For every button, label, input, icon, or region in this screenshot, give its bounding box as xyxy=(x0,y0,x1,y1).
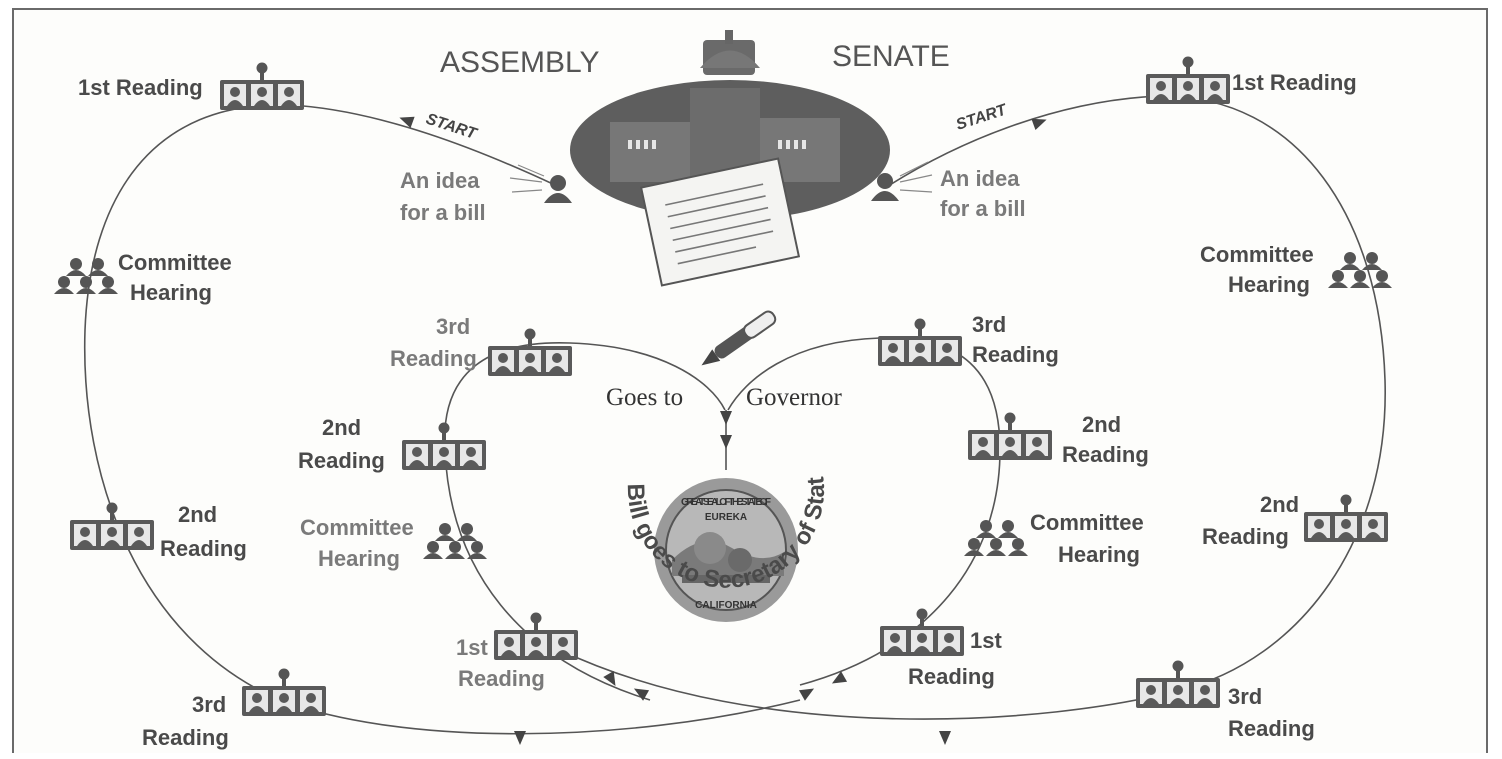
inner-left-1st-reading-label-1: 1st xyxy=(456,635,488,660)
arrow-inner-right-2 xyxy=(828,671,848,689)
senate-3rd-reading-label-1: 3rd xyxy=(1228,684,1262,709)
senate-1st-reading-icon xyxy=(1146,56,1230,104)
idea-label-assembly-line1: An idea xyxy=(400,168,480,193)
inner-left-committee-label-2: Hearing xyxy=(318,546,400,571)
senate-3rd-reading-label-2: Reading xyxy=(1228,716,1315,741)
inner-left-3rd-reading-label-2: Reading xyxy=(390,346,477,371)
arrow-governor-2 xyxy=(720,435,732,449)
inner-right-1st-reading-label-2: Reading xyxy=(908,664,995,689)
assembly-2nd-reading-icon xyxy=(70,502,154,550)
seal-motto-text: EUREKA xyxy=(705,512,747,523)
assembly-3rd-reading-label-2: Reading xyxy=(142,725,229,750)
inner-left-1st-reading-label-2: Reading xyxy=(458,666,545,691)
assembly-1st-reading-icon xyxy=(220,62,304,110)
inner-left-1st-reading-icon xyxy=(494,612,578,660)
idea-rays-assembly xyxy=(509,164,545,193)
inner-left-committee-icon xyxy=(423,523,487,559)
inner-left-2nd-reading-label-2: Reading xyxy=(298,448,385,473)
senate-inner-loop xyxy=(727,337,1001,686)
start-label-senate: START xyxy=(954,101,1010,134)
pen-icon xyxy=(701,310,777,366)
inner-right-1st-reading-icon xyxy=(880,608,964,656)
inner-right-committee-label-1: Committee xyxy=(1030,510,1144,535)
assembly-committee-icon xyxy=(54,258,118,294)
assembly-committee-label-2: Hearing xyxy=(130,280,212,305)
assembly-2nd-reading-label-1: 2nd xyxy=(178,502,217,527)
inner-right-2nd-reading-label-1: 2nd xyxy=(1082,412,1121,437)
senate-committee-label-1: Committee xyxy=(1200,242,1314,267)
idea-rays-senate xyxy=(899,161,933,193)
seal-bottom-text: CALIFORNIA xyxy=(695,600,757,611)
flow-lines xyxy=(83,95,1386,735)
senate-3rd-reading-icon xyxy=(1136,660,1220,708)
senate-heading: SENATE xyxy=(832,40,950,73)
inner-right-committee-label-2: Hearing xyxy=(1058,542,1140,567)
assembly-2nd-reading-label-2: Reading xyxy=(160,536,247,561)
senate-2nd-reading-label-2: Reading xyxy=(1202,524,1289,549)
senate-2nd-reading-label-1: 2nd xyxy=(1260,492,1299,517)
inner-left-2nd-reading-icon xyxy=(402,422,486,470)
assembly-outer-loop xyxy=(83,104,801,735)
inner-left-3rd-reading-label-1: 3rd xyxy=(436,314,470,339)
arrow-inner-right-1 xyxy=(798,683,818,701)
inner-right-3rd-reading-label-1: 3rd xyxy=(972,312,1006,337)
inner-left-3rd-reading-icon xyxy=(488,328,572,376)
goes-to-label: Goes to xyxy=(606,384,683,411)
seal-top-text: GREAT SEAL OF THE STATE OF xyxy=(681,497,771,508)
senate-committee-label-2: Hearing xyxy=(1228,272,1310,297)
state-seal-icon xyxy=(654,478,798,622)
governor-label: Governor xyxy=(746,384,842,411)
inner-left-committee-label-1: Committee xyxy=(300,515,414,540)
idea-label-senate-line1: An idea xyxy=(940,166,1020,191)
assembly-committee-label-1: Committee xyxy=(118,250,232,275)
start-label-assembly: START xyxy=(424,111,480,144)
assembly-3rd-reading-label-1: 3rd xyxy=(192,692,226,717)
idea-label-senate-line2: for a bill xyxy=(940,196,1026,221)
assembly-heading: ASSEMBLY xyxy=(440,46,600,79)
senate-committee-icon xyxy=(1328,252,1392,288)
senate-1st-reading-label: 1st Reading xyxy=(1232,70,1357,95)
senate-2nd-reading-icon xyxy=(1304,494,1388,542)
senate-outer-loop xyxy=(559,95,1386,720)
assembly-inner-loop xyxy=(443,342,726,701)
inner-right-1st-reading-label-1: 1st xyxy=(970,628,1002,653)
bill-document-icon xyxy=(639,157,801,287)
assembly-3rd-reading-icon xyxy=(242,668,326,716)
arrow-senate-bottom xyxy=(939,731,951,745)
assembly-1st-reading-label: 1st Reading xyxy=(78,75,203,100)
arrow-governor-1 xyxy=(720,411,732,425)
inner-right-3rd-reading-label-2: Reading xyxy=(972,342,1059,367)
idea-person-icon-assembly xyxy=(544,175,572,203)
arrow-assembly-bottom xyxy=(514,731,526,745)
inner-right-2nd-reading-icon xyxy=(968,412,1052,460)
inner-left-2nd-reading-label-1: 2nd xyxy=(322,415,361,440)
inner-right-committee-icon xyxy=(964,520,1028,556)
idea-label-assembly-line2: for a bill xyxy=(400,200,486,225)
inner-right-2nd-reading-label-2: Reading xyxy=(1062,442,1149,467)
inner-right-3rd-reading-icon xyxy=(878,318,962,366)
